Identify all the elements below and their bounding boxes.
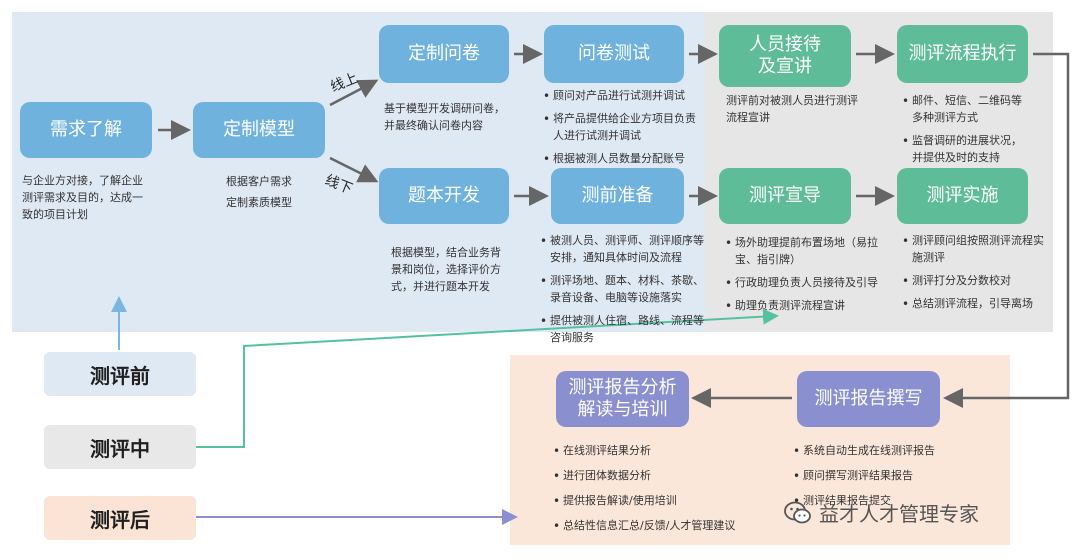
arrow-model-online xyxy=(329,79,379,107)
list-item: 测评顾问组按照测评流程实施测评 xyxy=(902,232,1050,266)
implementation-list: 测评顾问组按照测评流程实施测评 测评打分及分数校对 总结测评流程，引导离场 xyxy=(902,232,1050,318)
list-item: 顾问对产品进行试测并调试 xyxy=(543,87,703,106)
list-item: 被测人员、测评师、测评顺序等安排，通知具体时间及流程 xyxy=(540,232,705,266)
report-analysis-box: 测评报告分析 解读与培训 xyxy=(556,371,689,427)
list-item: 测评打分及分数校对 xyxy=(902,272,1050,291)
arrow-during-line xyxy=(196,308,779,448)
model-description: 根据客户需求 定制素质模型 xyxy=(226,175,292,209)
list-item: 行政助理负责人员接待及引导 xyxy=(725,274,895,293)
list-item: 总结性信息汇总/反馈/人才管理建议 xyxy=(553,518,773,535)
list-item: 进行团体数据分析 xyxy=(553,468,773,485)
guidance-list: 场外助理提前布置场地（易拉宝、指引牌） 行政助理负责人员接待及引导 助理负责测评… xyxy=(725,234,895,320)
demand-description: 与企业方对接，了解企业测评需求及目的，达成一致的项目计划 xyxy=(22,174,143,222)
watermark: 益才人才管理专家 xyxy=(783,498,979,527)
process-execution-box: 测评流程执行 xyxy=(897,25,1028,83)
process-execution-list: 邮件、短信、二维码等多种测评方式 监督调研的进展状况，并提供及时的支持 xyxy=(902,92,1032,172)
demand-box: 需求了解 xyxy=(20,102,152,158)
questionnaire-test-box: 问卷测试 xyxy=(544,25,684,83)
reception-box: 人员接待 及宣讲 xyxy=(719,25,851,87)
pre-test-prep-list: 被测人员、测评师、测评顺序等安排，通知具体时间及流程 测评场地、题本、材料、茶歇… xyxy=(540,232,705,352)
wechat-icon xyxy=(784,501,811,523)
arrow-exec-report xyxy=(943,52,1070,408)
item-dev-description: 根据模型，结合业务背景和岗位，选择评价方式，并进行题本开发 xyxy=(391,246,501,294)
item-development-box: 题本开发 xyxy=(379,168,509,224)
phase-during-label: 测评中 xyxy=(44,425,196,469)
implementation-box: 测评实施 xyxy=(897,168,1028,224)
phase-before-label: 测评前 xyxy=(44,352,196,396)
questionnaire-test-list: 顾问对产品进行试测并调试 将产品提供给企业方项目负责人进行试测并调试 根据被测人… xyxy=(543,87,703,173)
list-item: 邮件、短信、二维码等多种测评方式 xyxy=(902,92,1032,126)
questionnaire-description: 基于模型开发调研问卷，并最终确认问卷内容 xyxy=(384,102,505,133)
questionnaire-box: 定制问卷 xyxy=(379,25,509,83)
arrow-model-offline xyxy=(329,156,379,183)
list-item: 提供报告解读/使用培训 xyxy=(553,493,773,510)
model-box: 定制模型 xyxy=(193,102,325,158)
list-item: 系统自动生成在线测评报告 xyxy=(793,443,993,460)
guidance-box: 测评宣导 xyxy=(719,168,851,224)
list-item: 总结测评流程，引导离场 xyxy=(902,295,1050,314)
list-item: 将产品提供给企业方项目负责人进行试测并调试 xyxy=(543,110,703,144)
list-item: 监督调研的进展状况，并提供及时的支持 xyxy=(902,132,1032,166)
list-item: 在线测评结果分析 xyxy=(553,443,773,460)
report-analysis-list: 在线测评结果分析 进行团体数据分析 提供报告解读/使用培训 总结性信息汇总/反馈… xyxy=(553,443,773,543)
list-item: 顾问撰写测评结果报告 xyxy=(793,468,993,485)
phase-after-label: 测评后 xyxy=(44,496,196,540)
reception-description: 测评前对被测人员进行测评流程宣讲 xyxy=(726,94,858,125)
pre-test-prep-box: 测前准备 xyxy=(551,168,684,224)
list-item: 提供被测人住宿、路线、流程等咨询服务 xyxy=(540,312,705,346)
list-item: 助理负责测评流程宣讲 xyxy=(725,297,895,316)
list-item: 场外助理提前布置场地（易拉宝、指引牌） xyxy=(725,234,895,268)
list-item: 根据被测人员数量分配账号 xyxy=(543,150,703,169)
report-writing-list: 系统自动生成在线测评报告 顾问撰写测评结果报告 测评结果报告提交 xyxy=(793,443,993,518)
report-writing-box: 测评报告撰写 xyxy=(797,371,940,427)
list-item: 测评场地、题本、材料、茶歇、录音设备、电脑等设施落实 xyxy=(540,272,705,306)
